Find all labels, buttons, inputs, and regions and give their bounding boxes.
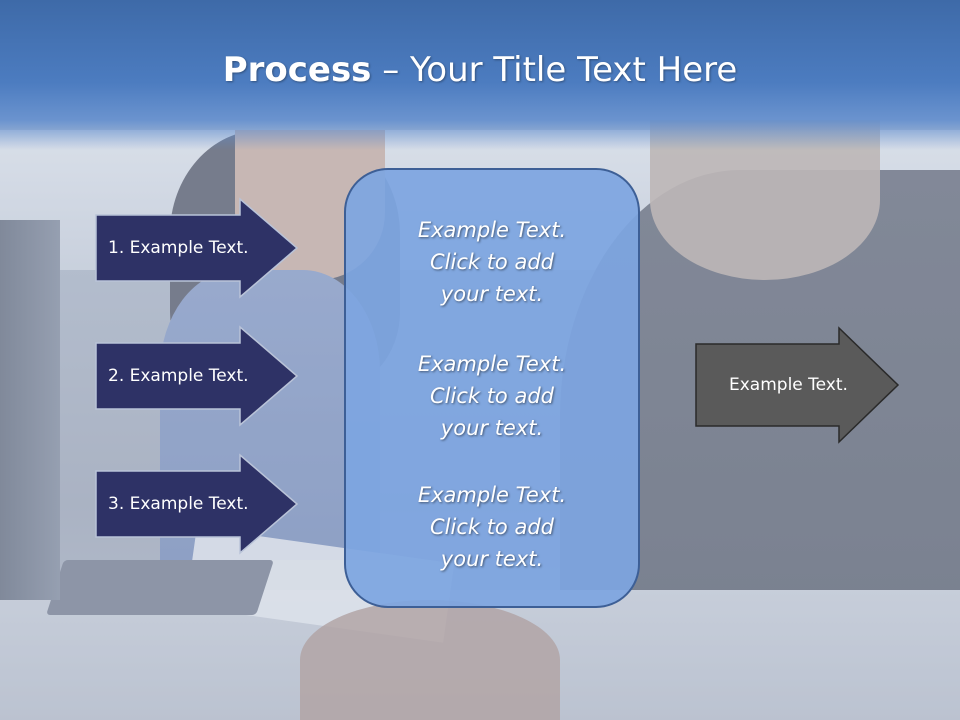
title-rest: – Your Title Text Here <box>371 50 738 90</box>
center-text-block-1[interactable]: Example Text. Click to add your text. <box>346 214 638 310</box>
step-arrow-3[interactable]: 3. Example Text. <box>94 453 299 555</box>
center-text-3-line2: Click to add <box>429 515 554 539</box>
center-text-3-line3: your text. <box>440 547 544 571</box>
title-bold: Process <box>222 50 372 90</box>
step-arrow-3-label: 3. Example Text. <box>108 494 249 514</box>
step-arrow-1-label: 1. Example Text. <box>108 238 249 258</box>
result-arrow[interactable]: Example Text. <box>694 326 900 444</box>
result-arrow-label: Example Text. <box>729 375 848 395</box>
center-text-2-line1: Example Text. <box>417 352 567 376</box>
center-text-1-line1: Example Text. <box>417 218 567 242</box>
center-content-box[interactable]: Example Text. Click to add your text. Ex… <box>344 168 640 608</box>
center-text-block-3[interactable]: Example Text. Click to add your text. <box>346 479 638 575</box>
center-text-1-line2: Click to add <box>429 250 554 274</box>
step-arrow-2-label: 2. Example Text. <box>108 366 249 386</box>
title-band <box>0 0 960 150</box>
step-arrow-2[interactable]: 2. Example Text. <box>94 325 299 427</box>
step-arrow-1[interactable]: 1. Example Text. <box>94 197 299 299</box>
center-text-block-2[interactable]: Example Text. Click to add your text. <box>346 348 638 444</box>
slide-title[interactable]: Process – Your Title Text Here <box>0 50 960 90</box>
center-text-3-line1: Example Text. <box>417 483 567 507</box>
center-text-2-line3: your text. <box>440 416 544 440</box>
center-text-1-line3: your text. <box>440 282 544 306</box>
center-text-2-line2: Click to add <box>429 384 554 408</box>
